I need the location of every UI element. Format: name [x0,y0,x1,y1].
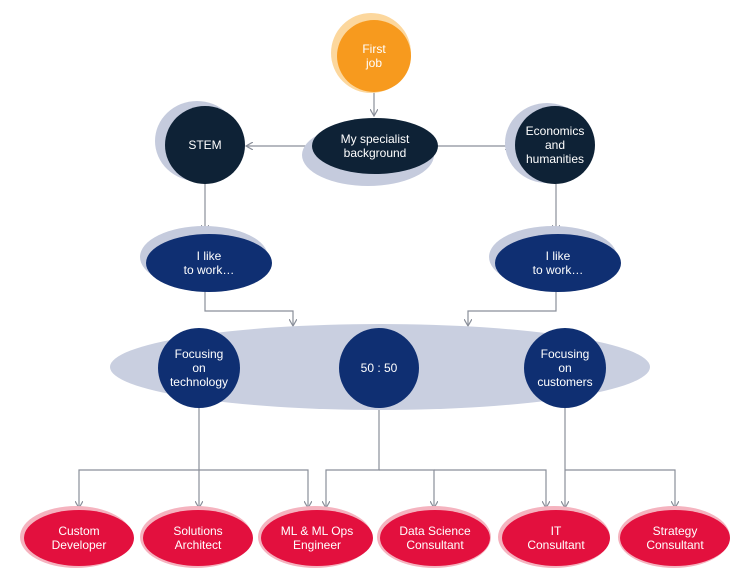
line-technology-to-ml [199,469,308,508]
first-job-node: First job [337,20,411,92]
stem-node: STEM [165,106,245,184]
fifty-fifty-node: 50 : 50 [339,328,419,408]
line-fifty-to-it [434,469,546,508]
strategy-consultant-node: Strategy Consultant [620,510,730,566]
line-like-right-to-band [468,291,557,326]
line-fifty-to-roles [326,408,380,508]
solutions-architect-node: Solutions Architect [143,510,253,566]
ml-engineer-node: ML & ML Ops Engineer [261,510,373,566]
line-like-left-to-band [204,291,293,326]
focus-technology-node: Focusing on technology [158,328,240,408]
line-fifty-to-datascience [379,469,434,508]
line-technology-to-roles [79,408,200,508]
focus-customers-node: Focusing on customers [524,328,606,408]
it-consultant-node: IT Consultant [502,510,610,566]
line-customers-to-strategy [565,469,675,508]
like-to-work-right-node: I like to work… [495,234,621,292]
like-to-work-left-node: I like to work… [146,234,272,292]
custom-developer-node: Custom Developer [24,510,134,566]
economics-node: Economics and humanities [515,106,595,184]
specialist-background-node: My specialist background [312,118,438,174]
data-science-consultant-node: Data Science Consultant [380,510,490,566]
